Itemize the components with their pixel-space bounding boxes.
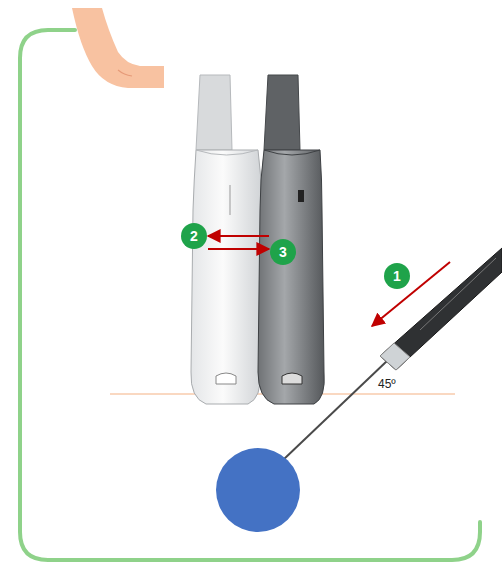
angle-label: 45º	[378, 378, 396, 390]
target-vessel	[216, 448, 300, 532]
grey-probe	[258, 75, 324, 404]
frame	[20, 30, 480, 560]
arm-icon	[72, 8, 164, 88]
needle	[262, 248, 502, 480]
motion-arrow	[208, 248, 269, 250]
callout-number: 1	[384, 263, 410, 289]
callout-text: 2	[190, 229, 198, 243]
callout-text: 3	[279, 245, 287, 259]
callout-number: 3	[270, 239, 296, 265]
callout-text: 1	[393, 269, 401, 283]
callout-number: 2	[181, 223, 207, 249]
motion-arrow	[208, 235, 269, 237]
insertion-arrow	[372, 262, 450, 326]
